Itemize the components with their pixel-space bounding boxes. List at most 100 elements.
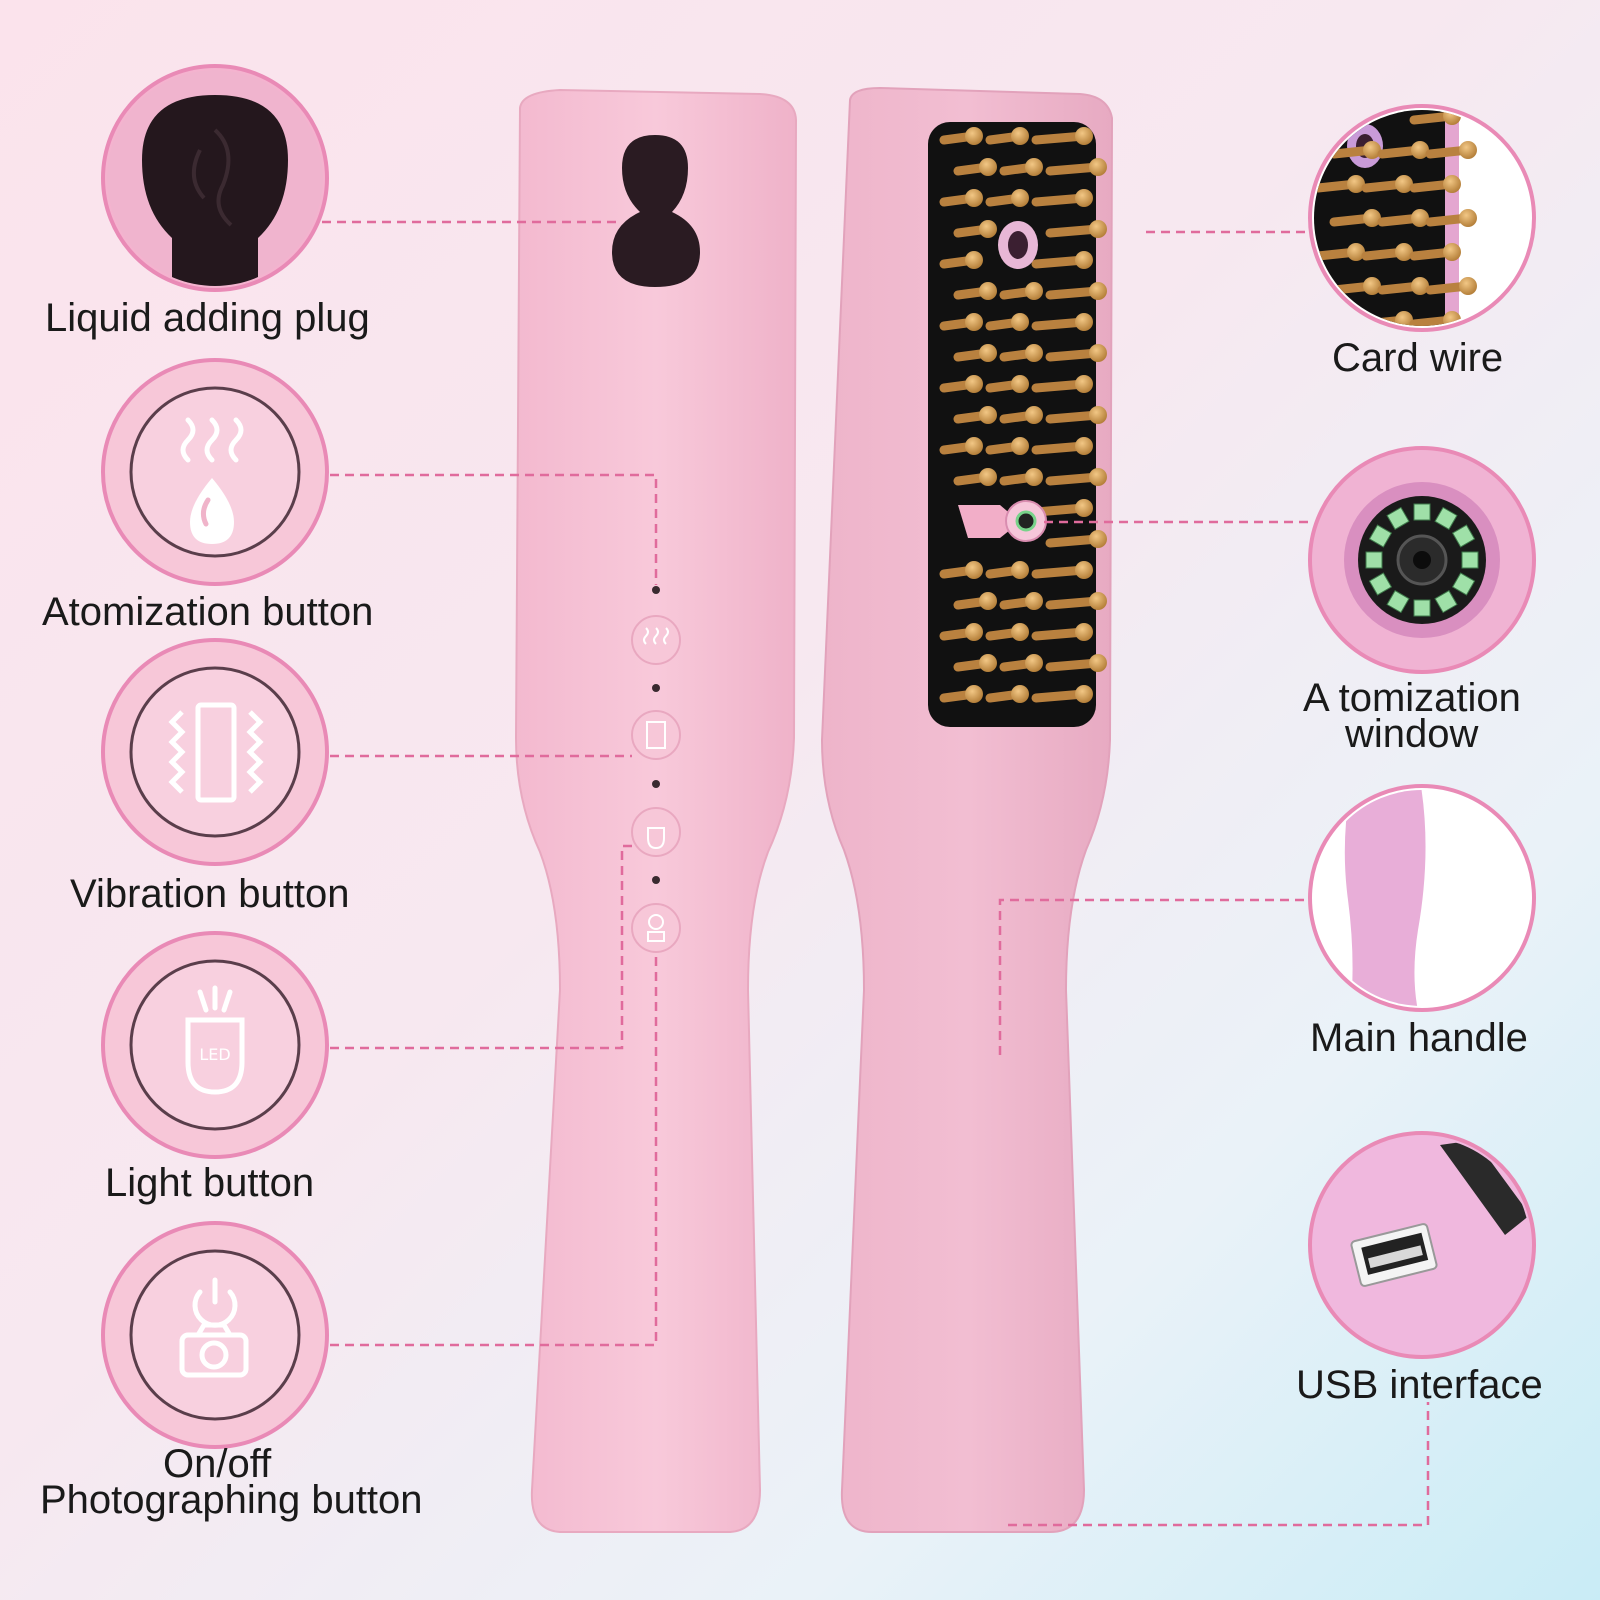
- led: [1451, 572, 1476, 596]
- bristle: [999, 282, 1043, 300]
- led: [1386, 506, 1410, 531]
- bristles: [939, 127, 1107, 703]
- bristle: [1425, 209, 1477, 227]
- callout-atomization: [101, 358, 329, 586]
- bristle: [1031, 685, 1093, 703]
- led: [1451, 524, 1476, 548]
- bristle: [985, 623, 1029, 641]
- bristle: [939, 685, 983, 703]
- bristle: [939, 189, 983, 207]
- bristle: [1409, 175, 1461, 193]
- label-card-wire: Card wire: [1332, 336, 1504, 380]
- bristle: [939, 127, 983, 145]
- bristle: [1031, 437, 1093, 455]
- label-usb-interface: USB interface: [1296, 1363, 1543, 1407]
- bristle: [1031, 127, 1093, 145]
- card-wire-hole: [998, 221, 1038, 269]
- bristle: [985, 437, 1029, 455]
- brush-front-view: [514, 88, 798, 1533]
- bristle: [999, 158, 1043, 176]
- bristle: [1425, 277, 1477, 295]
- bristle: [1031, 313, 1093, 331]
- callout-main-handle: [1308, 784, 1536, 1012]
- atomization-window: [958, 500, 1047, 542]
- led: [1434, 506, 1458, 531]
- bristle: [1045, 344, 1107, 362]
- bristle: [953, 468, 997, 486]
- bristle: [1377, 209, 1429, 227]
- bristle: [999, 344, 1043, 362]
- bristle: [1329, 209, 1381, 227]
- bristle: [1409, 243, 1461, 261]
- power-photo-button[interactable]: [631, 903, 681, 953]
- bristle: [1377, 141, 1429, 159]
- bristle: [939, 437, 983, 455]
- status-dot: [652, 684, 660, 692]
- callout-usb: [1308, 1131, 1536, 1359]
- bristle: [999, 654, 1043, 672]
- led: [1413, 503, 1431, 521]
- bristle: [1031, 623, 1093, 641]
- led: [1386, 589, 1410, 614]
- led: [1434, 589, 1458, 614]
- bristle: [1045, 220, 1107, 238]
- bristle: [1031, 375, 1093, 393]
- bristle: [985, 685, 1029, 703]
- power-camera-icon: [179, 1277, 249, 1378]
- bristle: [953, 592, 997, 610]
- bristle: [939, 623, 983, 641]
- svg-text:LED: LED: [199, 1045, 230, 1064]
- callout-card-wire: [1308, 104, 1536, 332]
- label-liquid-adding-plug: Liquid adding plug: [45, 296, 370, 340]
- bristle: [1045, 530, 1107, 548]
- bristle: [1329, 141, 1381, 159]
- bristle: [953, 344, 997, 362]
- callout-power-photo: [101, 1221, 329, 1449]
- liquid-adding-plug[interactable]: [612, 135, 700, 287]
- bristle: [1361, 243, 1413, 261]
- vibration-icon: [168, 702, 264, 803]
- vibration-button[interactable]: [631, 710, 681, 760]
- bristle: [939, 375, 983, 393]
- bristle: [1031, 561, 1093, 579]
- led: [1368, 524, 1393, 548]
- bristle: [939, 561, 983, 579]
- bristle: [953, 282, 997, 300]
- label-atomization-button: Atomization button: [42, 590, 374, 634]
- bristle: [1314, 110, 1365, 125]
- camera-lens-icon: [1344, 482, 1500, 638]
- bristle: [985, 561, 1029, 579]
- bristle: [1045, 406, 1107, 424]
- atomization-button[interactable]: [631, 615, 681, 665]
- bristle: [1031, 251, 1093, 269]
- bristle: [953, 654, 997, 672]
- bristle: [1314, 311, 1365, 326]
- led-light-icon: LED: [185, 985, 245, 1095]
- bristle: [985, 313, 1029, 331]
- bristle: [999, 406, 1043, 424]
- bristle: [999, 592, 1043, 610]
- label-atomization-window-line1: A tomization: [1303, 676, 1521, 720]
- light-button[interactable]: [631, 807, 681, 857]
- status-dot: [652, 586, 660, 594]
- callout-vibration: [101, 638, 329, 866]
- bristle: [939, 313, 983, 331]
- bristle: [1031, 189, 1093, 207]
- bristle: [939, 251, 983, 269]
- callout-light: LED: [101, 931, 329, 1159]
- bristle: [985, 375, 1029, 393]
- bristle: [1314, 175, 1365, 193]
- callout-liquid-plug: [101, 64, 329, 292]
- usb-icon: [1350, 1140, 1530, 1287]
- bristle: [1377, 277, 1429, 295]
- label-main-handle: Main handle: [1310, 1016, 1528, 1060]
- bristle: [1045, 282, 1107, 300]
- label-vibration-button: Vibration button: [70, 872, 350, 916]
- label-on-off: On/off: [163, 1442, 272, 1486]
- bristle: [1045, 654, 1107, 672]
- led: [1461, 551, 1479, 569]
- bristle: [1045, 592, 1107, 610]
- bristle: [999, 468, 1043, 486]
- bristle: [985, 127, 1029, 145]
